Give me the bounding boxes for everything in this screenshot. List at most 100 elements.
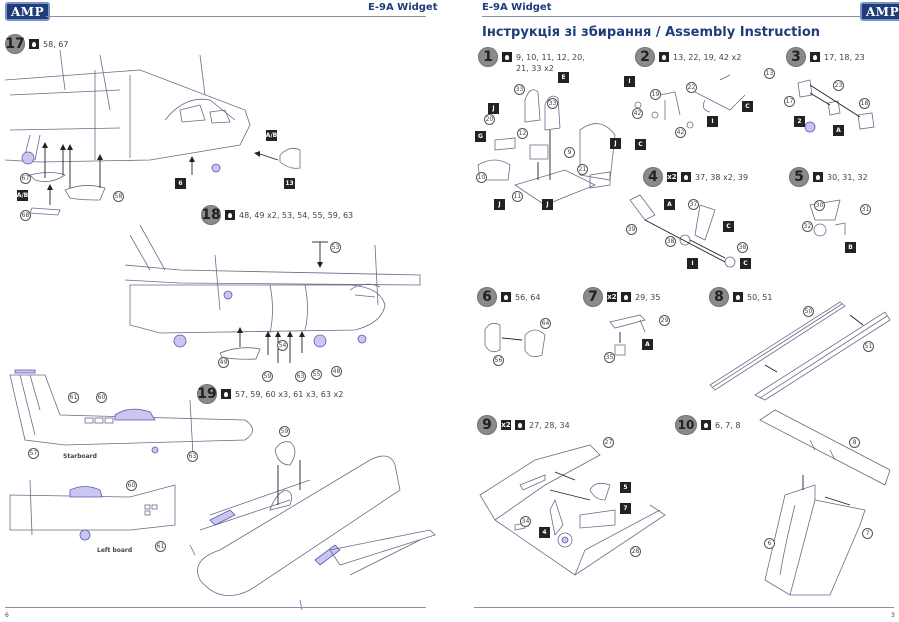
part-callout: 20 <box>484 114 495 125</box>
glue-icon <box>681 172 691 182</box>
parts-list: 58, 67 <box>43 40 69 49</box>
part-callout: 28 <box>630 546 641 557</box>
paint-reference: 5 <box>620 482 631 493</box>
parts-list: 48, 49 x2, 53, 54, 55, 59, 63 <box>239 211 354 220</box>
glue-icon <box>515 420 525 430</box>
step-18: 18 48, 49 x2, 53, 54, 55, 59, 63 <box>201 205 353 225</box>
part-callout: 53 <box>330 242 341 253</box>
starboard-label: Starboard <box>63 453 97 460</box>
step-4: 4 x2 37, 38 x2, 39 <box>643 167 748 187</box>
paint-reference: I <box>687 258 698 269</box>
part-callout: 17 <box>784 96 795 107</box>
paint-reference: A <box>642 339 653 350</box>
step-7-part-drawing <box>609 314 646 356</box>
page-number: 6 <box>5 612 9 619</box>
part-callout: 51 <box>863 341 874 352</box>
step-3: 3 17, 18, 23 <box>786 47 865 67</box>
part-callout: 31 <box>860 204 871 215</box>
step-number: 1 <box>478 47 498 67</box>
glue-icon <box>733 292 743 302</box>
part-callout: 67 <box>20 173 31 184</box>
header-divider <box>46 16 426 17</box>
footer-divider <box>474 607 894 608</box>
amp-logo: AMP <box>860 2 899 21</box>
glue-icon <box>29 39 39 49</box>
step-number: 4 <box>643 167 663 187</box>
part-callout: 61 <box>155 541 166 552</box>
paint-reference: A <box>833 125 844 136</box>
step-1-cockpit-drawing <box>477 89 616 206</box>
parts-list: 57, 59, 60 x3, 61 x3, 63 x2 <box>235 390 344 399</box>
step-number: 8 <box>709 287 729 307</box>
parts-list: 17, 18, 23 <box>824 53 865 62</box>
part-callout: 57 <box>28 448 39 459</box>
paint-reference: I <box>707 116 718 127</box>
part-callout: 48 <box>331 366 342 377</box>
part-callout: 8 <box>849 437 860 448</box>
header-divider <box>482 16 860 17</box>
parts-list: 27, 28, 34 <box>529 421 570 430</box>
parts-list: 13, 22, 19, 42 x2 <box>673 53 742 62</box>
starboard-side-drawing <box>9 369 253 456</box>
glue-icon <box>501 292 511 302</box>
part-callout: 63 <box>187 451 198 462</box>
paint-reference: C <box>723 221 734 232</box>
paint-reference: C <box>635 139 646 150</box>
step-number: 7 <box>583 287 603 307</box>
glue-icon <box>225 210 235 220</box>
part-callout: 13 <box>764 68 775 79</box>
step-4-gear-drawing <box>629 194 736 268</box>
paint-reference: C <box>742 101 753 112</box>
paint-reference: C <box>740 258 751 269</box>
part-callout: 42 <box>675 127 686 138</box>
step-9: 9 x2 27, 28, 34 <box>477 415 570 435</box>
part-callout: 34 <box>520 516 531 527</box>
part-callout: 7 <box>862 528 873 539</box>
x2-icon: x2 <box>667 172 677 182</box>
paint-reference: B <box>845 242 856 253</box>
part-callout: 38 <box>737 242 748 253</box>
part-callout: 23 <box>833 80 844 91</box>
paint-reference: 4 <box>539 527 550 538</box>
step-7: 7 x2 29, 35 <box>583 287 660 307</box>
step-18-aircraft-drawing <box>124 224 421 363</box>
glue-icon <box>701 420 711 430</box>
part-callout: 50 <box>803 306 814 317</box>
parts-list: 30, 31, 32 <box>827 173 868 182</box>
model-title: E-9A Widget <box>368 2 438 13</box>
part-callout: 30 <box>814 200 825 211</box>
paint-reference: 13 <box>284 178 295 189</box>
paint-reference: J <box>542 199 553 210</box>
part-callout: 22 <box>686 82 697 93</box>
glue-icon <box>502 52 512 62</box>
left-page: AMP E-9A Widget 17 58, 67 67 58 68 13 6 … <box>0 0 440 622</box>
part-callout: 60 <box>126 480 137 491</box>
paint-reference: 7 <box>620 503 631 514</box>
part-callout: 19 <box>650 89 661 100</box>
parts-list: 29, 35 <box>635 293 661 302</box>
paint-reference: I <box>624 76 635 87</box>
part-callout: 21 <box>577 164 588 175</box>
left-board-side-drawing <box>9 479 176 541</box>
part-callout: 18 <box>859 98 870 109</box>
part-callout: 33 <box>514 84 525 95</box>
step-17-aircraft-drawing <box>4 49 301 216</box>
part-callout: 27 <box>603 437 614 448</box>
part-callout: 59 <box>262 371 273 382</box>
paint-reference: E <box>558 72 569 83</box>
left-board-label: Left board <box>97 547 133 554</box>
step-5-part-drawing <box>809 199 846 237</box>
part-callout: 6 <box>764 538 775 549</box>
step-number: 6 <box>477 287 497 307</box>
section-title: Інструкція зі збирання / Assembly Instru… <box>482 25 821 40</box>
paint-reference: J <box>488 103 499 114</box>
step-19-top-view-drawing <box>189 441 436 611</box>
step-10-tail-drawing <box>759 409 891 596</box>
step-17: 17 58, 67 <box>5 34 68 54</box>
part-callout: 42 <box>632 108 643 119</box>
glue-icon <box>813 172 823 182</box>
step-1: 1 9, 10, 11, 12, 20, 21, 33 x2 <box>478 47 594 74</box>
step-9-fuselage-drawing <box>479 444 666 576</box>
amp-logo: AMP <box>5 2 51 21</box>
glue-icon <box>659 52 669 62</box>
